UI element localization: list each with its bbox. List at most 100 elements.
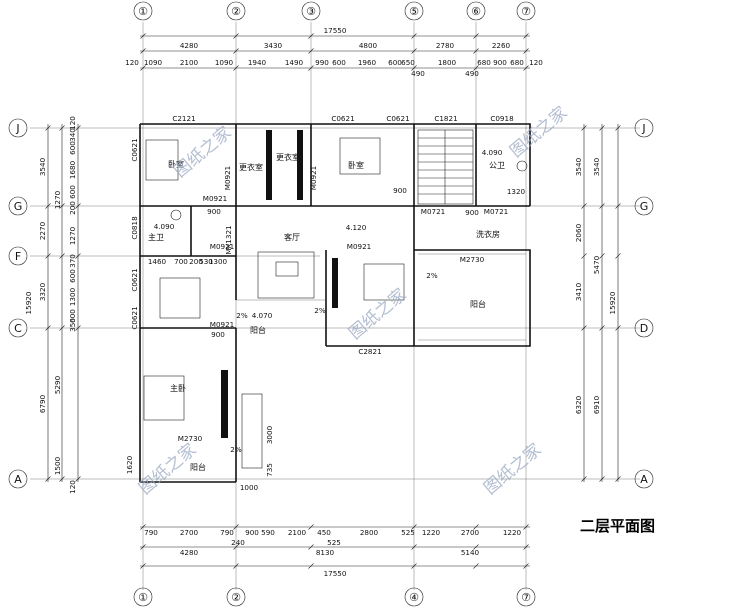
window-c0621-e: C0621 [130, 306, 139, 329]
top-sub-dim-2: 1090 [144, 58, 163, 67]
door-labels: M0921 M0921 M0921 M0921 M0721 M0721 M092… [178, 166, 509, 443]
window-c0621-c: C0621 [130, 138, 139, 161]
study-desk [159, 277, 201, 319]
dimension-tick [473, 524, 479, 530]
living-sofa [257, 251, 315, 299]
bottom-dim-5: 5140 [461, 548, 480, 557]
right-dim-2: 6910 [592, 395, 601, 414]
top-sub-dim-1: 120 [125, 58, 139, 67]
grid-bubbles-top [133, 1, 536, 21]
grid-label-right-a: A [640, 473, 648, 486]
dimension-tick [523, 65, 529, 71]
dimension-tick [233, 563, 239, 569]
window-c2121: C2121 [172, 114, 195, 123]
bottom-sub-dim-10: 1220 [422, 528, 441, 537]
dimension-tick [45, 476, 51, 482]
dimension-tick [615, 476, 621, 482]
dimension-tick [599, 325, 605, 331]
dimension-tick [140, 65, 146, 71]
dimension-tick [473, 48, 479, 54]
dimension-tick [411, 65, 417, 71]
top-sub-dim-11: 650 [401, 58, 415, 67]
grid-label-left-j: J [15, 122, 19, 135]
room-bedroom-n: 卧室 [348, 160, 364, 170]
dimension-tick [523, 48, 529, 54]
left-sub-dim-7: 200 [68, 201, 77, 215]
dimension-tick [523, 563, 529, 569]
grid-label-top-2: ② [231, 5, 241, 18]
left-sub-dim-9: 370 [68, 254, 77, 268]
room-public-toilet: 公卫 [489, 161, 505, 170]
top-sub-dim-6: 1490 [285, 58, 304, 67]
wardrobe-1 [266, 130, 272, 200]
bottom-dim-4: 525 [327, 538, 341, 547]
wardrobe-4 [332, 258, 338, 308]
door-mk1321: MK1321 [224, 225, 233, 254]
left-sub-dim-8: 1270 [68, 226, 77, 245]
level-marks: 4.120 4.090 4.090 4.070 [154, 148, 503, 320]
master-bed [143, 375, 185, 421]
left-sub-dim-16: 120 [68, 480, 77, 494]
dimension-tick [615, 325, 621, 331]
dimension-tick [581, 125, 587, 131]
dimension-tick [411, 524, 417, 530]
bottom-sub-dim-5: 590 [261, 528, 275, 537]
bottom-dim-1: 4280 [180, 548, 199, 557]
window-c0621-d: C0621 [130, 268, 139, 291]
small-dim-13: 1320 [507, 187, 526, 196]
right-sub-dim-3: 3410 [574, 282, 583, 301]
dimension-tick [523, 33, 529, 39]
bottom-sub-dim-7: 450 [317, 528, 331, 537]
dimension-tick [45, 125, 51, 131]
small-dim-10: 735 [265, 463, 274, 477]
wardrobe-2 [297, 130, 303, 200]
dimension-tick [581, 325, 587, 331]
door-m0921-f: M0921 [203, 194, 228, 203]
dimension-tick [308, 563, 314, 569]
door-m0921-e: M0921 [210, 320, 235, 329]
small-dim-14: 900 [207, 207, 221, 216]
right-dim-a: 3540 [592, 157, 601, 176]
top-dimensions: 17550 4280 3430 4800 2780 2260 120 1090 … [125, 26, 543, 78]
left-sub-dim-1: 120 [68, 116, 77, 130]
slope-1: 2% [426, 271, 438, 280]
watermark-2: 图纸之家 [506, 103, 571, 162]
dimension-tick [140, 544, 146, 550]
room-master-toilet: 主卫 [148, 232, 164, 242]
level-public-toilet: 4.090 [482, 148, 503, 157]
furniture [143, 137, 528, 469]
room-laundry: 洗衣房 [476, 229, 500, 239]
level-master-toilet: 4.090 [154, 222, 175, 231]
dimension-tick [473, 544, 479, 550]
dimension-tick [233, 65, 239, 71]
top-sub-dim-13: 680 [477, 58, 491, 67]
small-dim-1: 900 [393, 186, 407, 195]
level-living: 4.120 [346, 223, 367, 232]
dimension-tick [45, 325, 51, 331]
grid-label-top-1: ① [138, 5, 148, 18]
window-c1821: C1821 [434, 114, 457, 123]
room-balcony-s: 阳台 [250, 325, 266, 335]
room-bedroom-nw: 卧室 [168, 159, 184, 169]
dimension-tick [308, 524, 314, 530]
level-balcony: 4.070 [252, 311, 273, 320]
grid-bubble-labels-right: J G D A [640, 122, 649, 486]
door-m0721-b: M0721 [484, 207, 509, 216]
left-sub-dim-13: 350 [68, 318, 77, 332]
left-sub-dim-2: 340 [68, 128, 77, 142]
dimension-tick [308, 65, 314, 71]
grid-label-top-5: ⑥ [471, 5, 481, 18]
small-dim-4: 200 [189, 257, 203, 266]
dimension-lines [47, 35, 619, 567]
left-dim-4: 6790 [38, 394, 47, 413]
dimension-tick [75, 203, 81, 209]
bottom-sub-dim-1: 790 [144, 528, 158, 537]
small-dim-12: 900 [465, 208, 479, 217]
left-sub-dim-3: 600 [68, 141, 77, 155]
dimension-tick [75, 476, 81, 482]
bottom-sub-dim-12: 1220 [503, 528, 522, 537]
room-closet-1: 更衣室 [239, 162, 263, 172]
dimension-tick [140, 48, 146, 54]
drawing-title: 二层平面图 [580, 517, 655, 535]
bottom-sub-dim-3: 790 [220, 528, 234, 537]
